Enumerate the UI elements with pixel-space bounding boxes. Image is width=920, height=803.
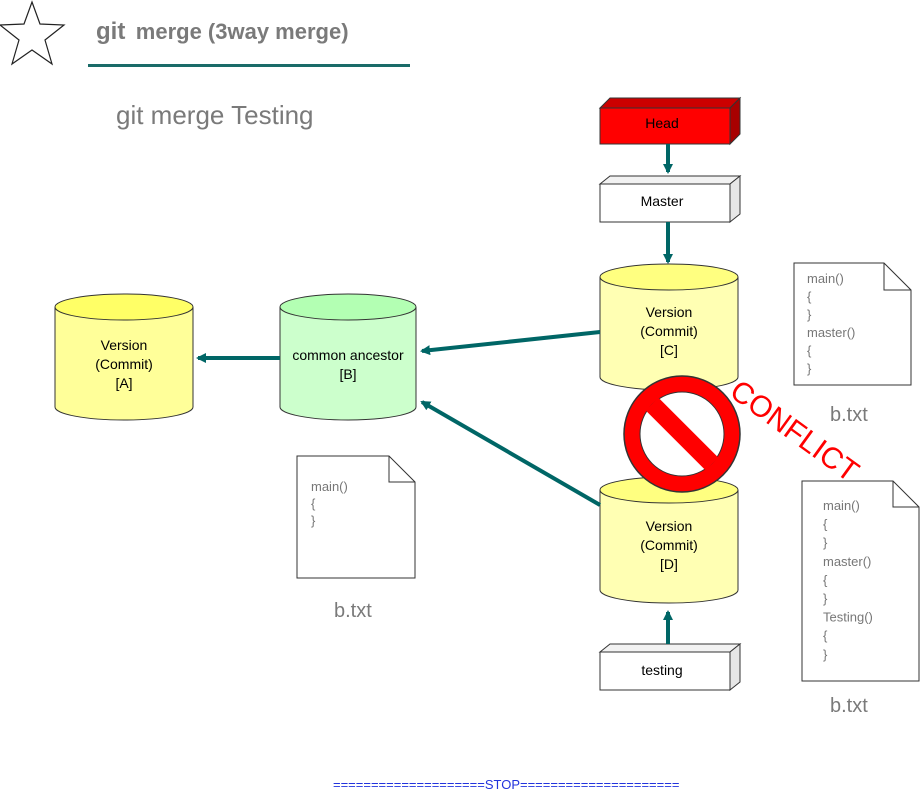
commit-c-line2: (Commit): [640, 323, 698, 339]
file-d-line: }: [823, 647, 828, 662]
file-b-line: main(): [311, 479, 348, 494]
commit-d-line1: Version: [646, 518, 693, 534]
file-d-lines: main() {} master() {} Testing() {}: [823, 498, 873, 662]
commit-a-line2: (Commit): [95, 356, 153, 372]
file-d-document: main() {} master() {} Testing() {}: [801, 480, 920, 682]
file-b-lines: main() {}: [311, 479, 348, 528]
file-c-line: master(): [807, 325, 855, 340]
commit-d-line2: (Commit): [640, 537, 698, 553]
commit-c-line1: Version: [646, 304, 693, 320]
file-c-line: }: [807, 307, 812, 322]
star-icon: [0, 0, 66, 66]
file-d-line: {: [823, 517, 828, 532]
title-rest: merge (3way merge): [135, 19, 349, 44]
commit-a-cylinder: Version (Commit) [A]: [54, 293, 194, 421]
head-label: Head: [645, 115, 678, 131]
commit-b-line2: [B]: [339, 366, 356, 382]
file-d-line: main(): [823, 498, 860, 513]
commit-c-line3: [C]: [660, 342, 678, 358]
file-d-line: }: [823, 591, 828, 606]
subtitle: git merge Testing: [116, 100, 314, 130]
master-label: Master: [641, 193, 684, 209]
c-to-b-arrow: [420, 330, 601, 356]
file-d-caption: b.txt: [830, 695, 868, 717]
file-b-document: main() {}: [296, 455, 416, 579]
file-c-caption: b.txt: [830, 404, 868, 426]
commit-b-line1: common ancestor: [292, 347, 404, 363]
testing-label: testing: [641, 662, 682, 678]
file-d-line: master(): [823, 554, 871, 569]
commit-c-cylinder: Version (Commit) [C]: [599, 263, 739, 391]
stop-divider: ====================STOP================…: [333, 777, 680, 792]
file-c-document: main() {} master() {}: [793, 262, 912, 386]
file-d-line: }: [823, 535, 828, 550]
head-ref-box: Head: [598, 96, 742, 146]
commit-b-cylinder: common ancestor [B]: [279, 293, 417, 421]
file-c-line: main(): [807, 271, 844, 286]
commit-a-line1: Version: [101, 337, 148, 353]
file-d-line: Testing(): [823, 610, 873, 625]
prohibited-icon: [623, 375, 741, 493]
title-git: git: [96, 18, 126, 45]
conflict-label: CONFLICT: [724, 374, 865, 489]
file-d-line: {: [823, 572, 828, 587]
file-b-line: {: [311, 496, 316, 511]
file-d-line: {: [823, 628, 828, 643]
file-b-line: }: [311, 513, 316, 528]
title-underline: [88, 64, 410, 67]
master-ref-box: Master: [598, 174, 742, 224]
file-c-line: }: [807, 361, 812, 376]
testing-ref-box: testing: [598, 642, 742, 692]
commit-a-line3: [A]: [115, 375, 132, 391]
file-c-line: {: [807, 343, 812, 358]
file-b-caption: b.txt: [334, 600, 372, 622]
commit-d-line3: [D]: [660, 556, 678, 572]
file-c-line: {: [807, 289, 812, 304]
d-to-b-arrow: [420, 400, 602, 507]
file-c-lines: main() {} master() {}: [807, 271, 855, 376]
commit-d-cylinder: Version (Commit) [D]: [599, 476, 739, 604]
page-title: git merge (3way merge): [96, 18, 349, 46]
